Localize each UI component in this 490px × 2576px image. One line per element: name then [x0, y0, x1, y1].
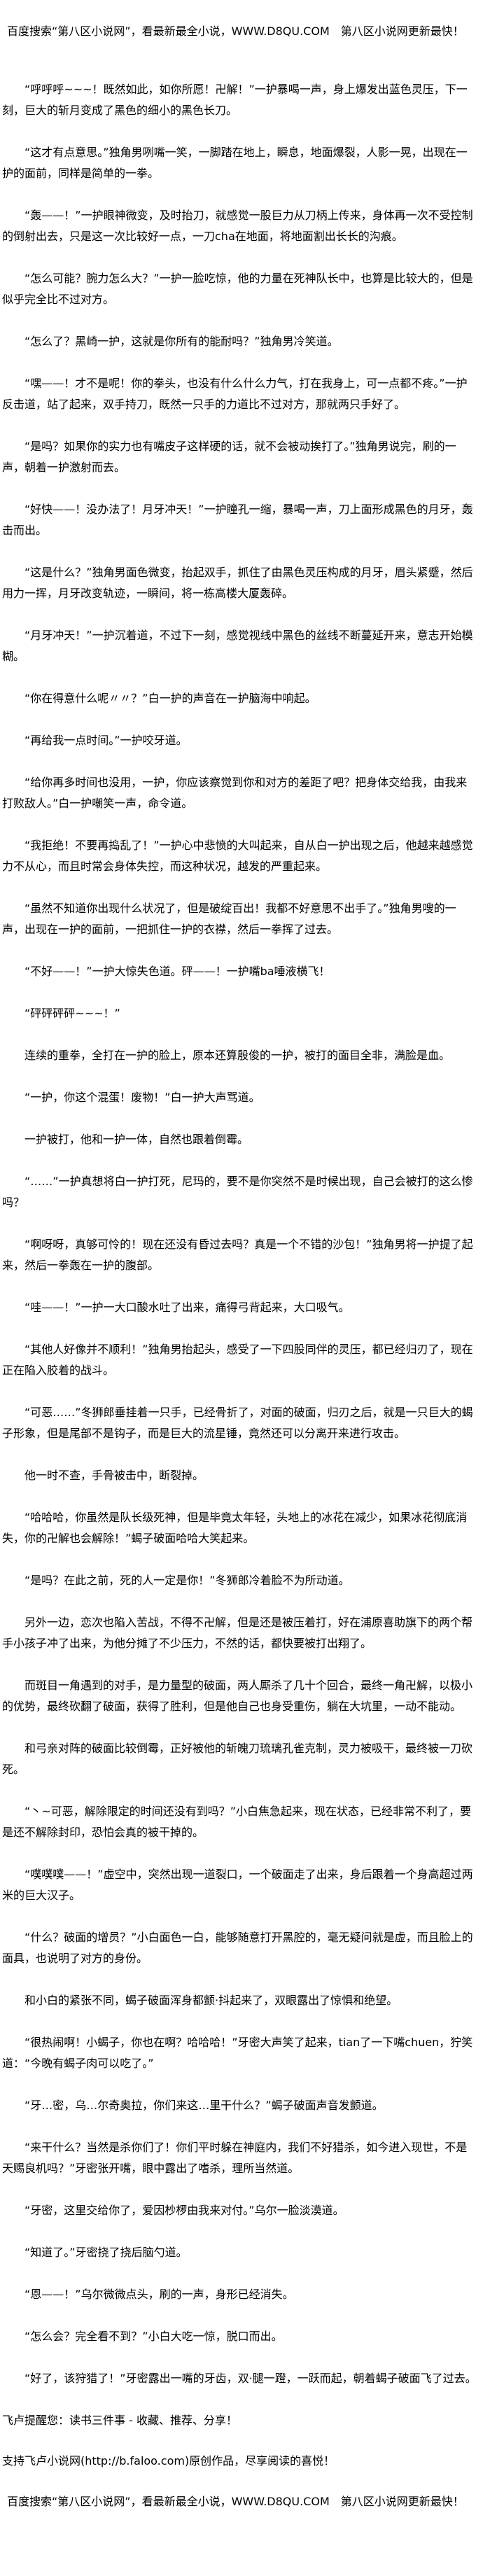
story-paragraph: “呼呼呼~~~！既然如此，如你所愿！卍解！”一护暴喝一声，身上爆发出蓝色灵压，下… — [2, 83, 468, 117]
story-paragraph: 和弓亲对阵的破面比较倒霉，正好被他的斩魄刀琉璃孔雀克制，灵力被吸干，最终被一刀砍… — [2, 1742, 473, 1776]
story-paragraph: “砰砰砰砰~~~！” — [24, 1007, 120, 1020]
story-paragraph: “很热闹啊！小蝎子，你也在啊？哈哈哈！”牙密大声笑了起来，tian了一下嘴chu… — [2, 2036, 473, 2070]
story-paragraph: “不好——！”一护大惊失色道。砰——！一护嘴ba唾液横飞！ — [24, 965, 330, 978]
chapter-body: “呼呼呼~~~！既然如此，如你所愿！卍解！”一护暴喝一声，身上爆发出蓝色灵压，下… — [2, 79, 477, 2389]
story-paragraph: 连续的重拳，全打在一护的脸上，原本还算殷俊的一护，被打的面目全非，满脸是血。 — [24, 1049, 451, 1062]
story-paragraph: 而斑目一角遇到的对手，是力量型的破面，两人厮杀了几十个回合，最终一角卍解，以极小… — [2, 1679, 473, 1713]
story-paragraph: “这才有点意思。”独角男咧嘴一笑，一脚踏在地上，瞬息，地面爆裂，人影一晃，出现在… — [2, 146, 468, 180]
footer-reminder: 飞卢提醒您：读书三件事 - 收藏、推荐、分享！ — [2, 2414, 237, 2427]
story-paragraph: “噗噗噗——！”虚空中，突然出现一道裂口，一个破面走了出来，身后跟着一个身高超过… — [2, 1868, 473, 1902]
story-paragraph: 他一时不查，手骨被击中，断裂掉。 — [24, 1469, 204, 1482]
story-paragraph: “……”一护真想将白一护打死，尼玛的，要不是你突然不是时候出现，自己会被打的这么… — [2, 1175, 473, 1209]
story-paragraph: “好快——！没办法了！月牙冲天！”一护瞳孔一缩，暴喝一声，刀上面形成黑色的月牙，… — [2, 503, 473, 537]
story-paragraph: “怎么会？完全看不到？”小白大吃一惊，脱口而出。 — [24, 2330, 283, 2343]
story-paragraph: “好了，该狩猎了！”牙密露出一嘴的牙齿，双·腿一蹬，一跃而起，朝着蝎子破面飞了过… — [24, 2372, 477, 2385]
story-paragraph: “一护，你这个混蛋！废物！”白一护大声骂道。 — [24, 1091, 260, 1104]
story-paragraph: “可恶……”冬狮郎垂挂着一只手，已经骨折了，对面的破面，归刃之后，就是一只巨大的… — [2, 1406, 473, 1440]
story-paragraph: “月牙冲天！”一护沉着道，不过下一刻，感觉视线中黑色的丝线不断蔓延开来，意志开始… — [2, 629, 473, 663]
story-paragraph: “怎么了？黑崎一护，这就是你所有的能耐吗？”独角男冷笑道。 — [24, 335, 339, 348]
story-paragraph: “给你再多时间也没用，一护，你应该察觉到你和对方的差距了吧？把身体交给我，由我来… — [2, 776, 468, 810]
story-paragraph: “知道了。”牙密挠了挠后脑勺道。 — [24, 2246, 188, 2259]
story-paragraph: “轰——！”一护眼神微变，及时抬刀，就感觉一股巨力从刀柄上传来，身体再一次不受控… — [2, 209, 473, 243]
story-paragraph: 一护被打，他和一护一体，自然也跟着倒霉。 — [24, 1133, 249, 1146]
story-paragraph: “是吗？如果你的实力也有嘴皮子这样硬的话，就不会被动挨打了。”独角男说完，刷的一… — [2, 440, 456, 474]
story-paragraph: “你在得意什么呢〃〃？”白一护的声音在一护脑海中响起。 — [24, 692, 316, 705]
story-paragraph: “来干什么？当然是杀你们了！你们平时躲在神庭内，我们不好猎杀，如今进入现世，不是… — [2, 2141, 468, 2175]
story-paragraph: “牙…密，乌…尔奇奥拉，你们来这…里干什么？”蝎子破面声音发颤道。 — [24, 2099, 384, 2112]
story-paragraph: “其他人好像并不顺利！”独角男抬起头，感受了一下四股同伴的灵压，都已经归刃了，现… — [2, 1343, 473, 1377]
story-paragraph: “这是什么？”独角男面色微变，抬起双手，抓住了由黑色灵压构成的月牙，眉头紧蹙，然… — [2, 566, 473, 600]
story-paragraph: “怎么可能？腕力怎么大？”一护一脸吃惊，他的力量在死神队长中，也算是比较大的，但… — [2, 272, 473, 306]
story-paragraph: “哈哈哈，你虽然是队长级死神，但是毕竟太年轻，头地上的冰花在减少，如果冰花彻底消… — [2, 1511, 468, 1545]
story-paragraph: “再给我一点时间。”一护咬牙道。 — [24, 734, 188, 747]
story-paragraph: “我拒绝！不要再捣乱了！”一护心中悲愤的大叫起来，自从白一护出现之后，他越来越感… — [2, 839, 473, 873]
story-paragraph: “丶~可恶，解除限定的时间还没有到吗？”小白焦急起来，现在状态，已经非常不利了，… — [2, 1805, 471, 1839]
story-paragraph: “啊呀呀，真够可怜的！现在还没有昏过去吗？真是一个不错的沙包！”独角男将一护提了… — [2, 1238, 473, 1272]
site-banner-top: 百度搜索“第八区小说网”，看最新最全小说，WWW.D8QU.COM 第八区小说网… — [7, 24, 464, 38]
story-paragraph: “什么？破面的增员？”小白面色一白，能够随意打开黑腔的，毫无疑问就是虚，而且脸上… — [2, 1931, 473, 1965]
story-paragraph: 另外一边，恋次也陷入苦战，不得不卍解，但是还是被压着打，好在浦原喜助旗下的两个帮… — [2, 1616, 473, 1650]
footer-support-link[interactable]: 支持飞卢小说网(http://b.faloo.com)原创作品，尽享阅读的喜悦！ — [2, 2454, 335, 2468]
story-paragraph: “牙密，这里交给你了，爱因杪椤由我来对付。”乌尔一脸淡漠道。 — [24, 2204, 344, 2217]
site-banner-bottom: 百度搜索“第八区小说网”，看最新最全小说，WWW.D8QU.COM 第八区小说网… — [7, 2495, 464, 2508]
story-paragraph: “恩——！”乌尔微微点头，刷的一声，身形已经消失。 — [24, 2288, 294, 2301]
chapter-page: 百度搜索“第八区小说网”，看最新最全小说，WWW.D8QU.COM 第八区小说网… — [2, 21, 477, 2512]
story-paragraph: “哇——！”一护一大口酸水吐了出来，痛得弓背起来，大口吸气。 — [24, 1301, 350, 1314]
story-paragraph: 和小白的紧张不同，蝎子破面浑身都颤·抖起来了，双眼露出了惊惧和绝望。 — [24, 1994, 398, 2007]
story-paragraph: “嘿——！才不是呢！你的拳头，也没有什么什么力气，打在我身上，可一点都不疼。”一… — [2, 377, 468, 411]
story-paragraph: “虽然不知道你出现什么状况了，但是破绽百出！我都不好意思不出手了。”独角男嗖的一… — [2, 902, 456, 936]
story-paragraph: “是吗？在此之前，死的人一定是你！”冬狮郎冷着脸不为所动道。 — [24, 1574, 350, 1587]
